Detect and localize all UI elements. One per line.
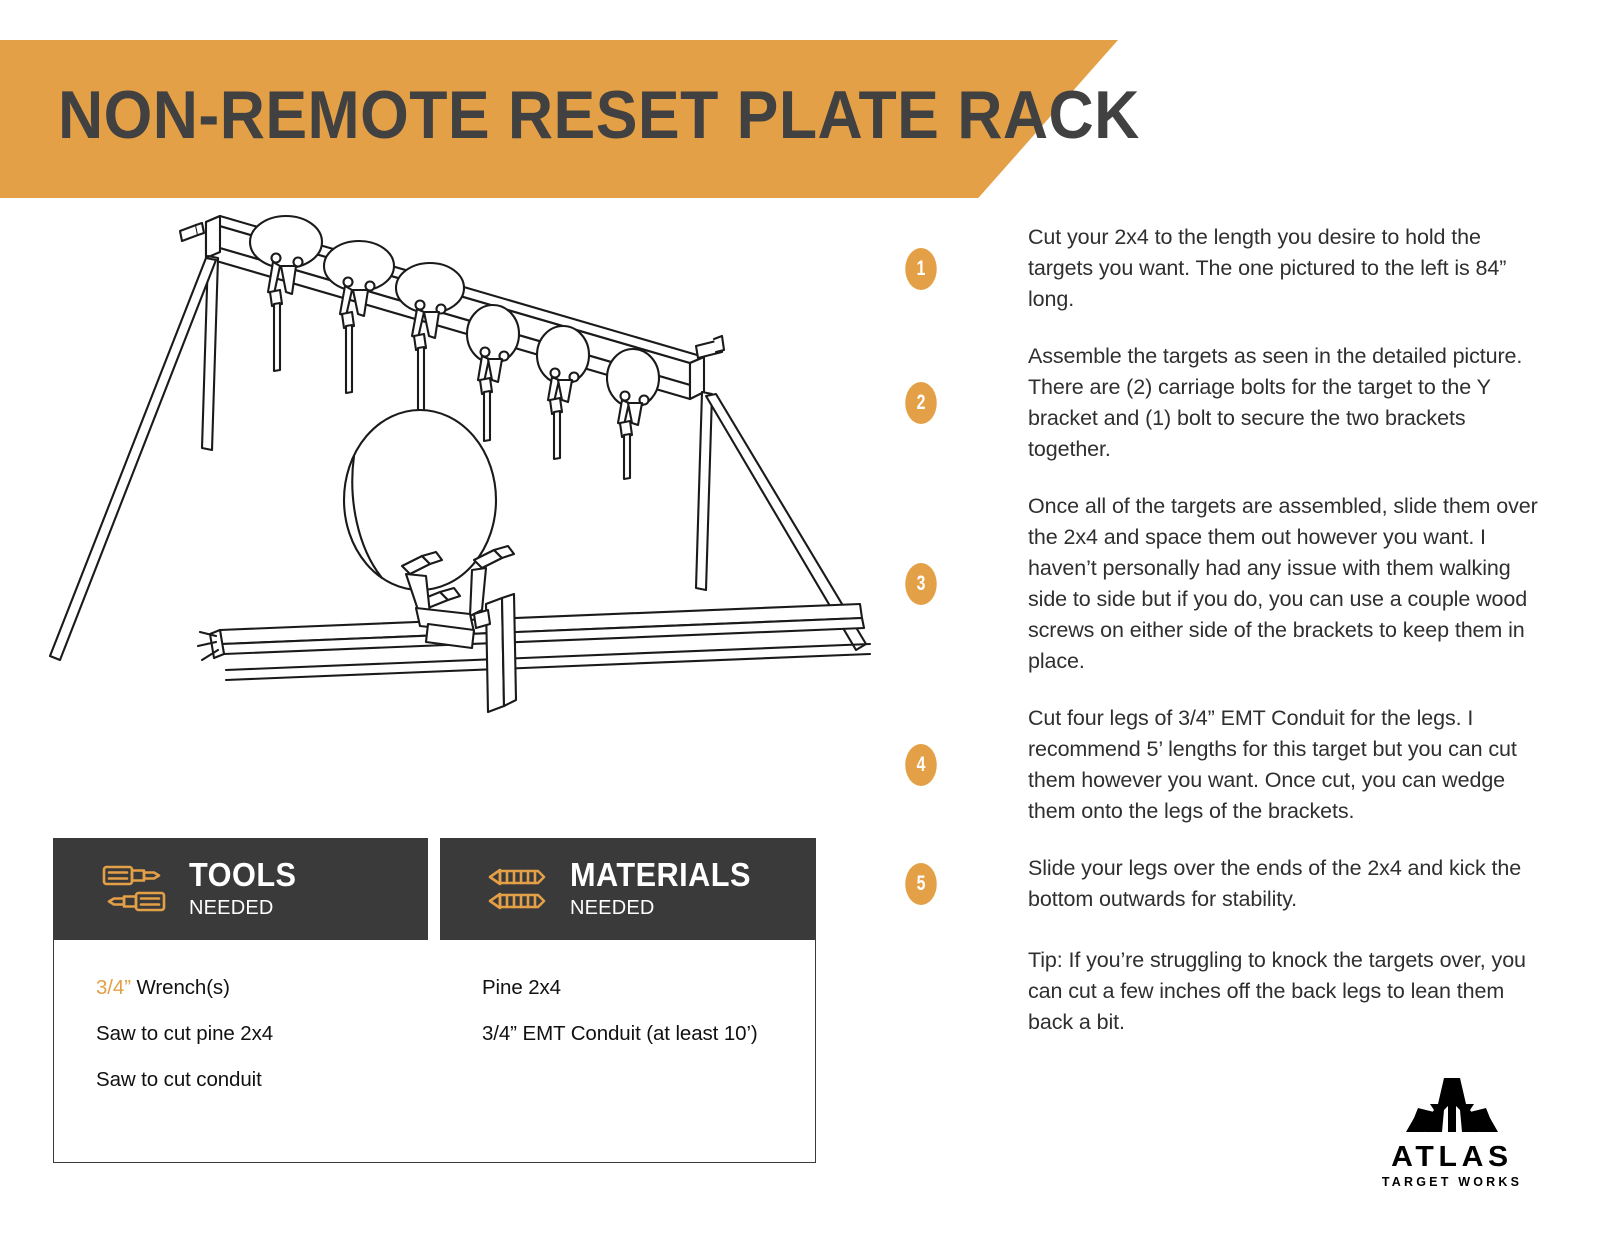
tools-item-accent: 3/4”	[96, 976, 131, 999]
step-number-badge: 3	[905, 563, 937, 605]
materials-header-text: MATERIALS NEEDED	[570, 858, 765, 921]
instruction-steps-list: 1 Cut your 2x4 to the length you desire …	[900, 222, 1540, 1038]
panel-body: 3/4” Wrench(s) Saw to cut pine 2x4 Saw t…	[53, 940, 816, 1163]
target-assembly-3	[394, 261, 466, 417]
tools-header: TOOLS NEEDED	[53, 838, 428, 940]
step-badge-wrap: 2	[900, 382, 942, 424]
target-assembly-2	[322, 239, 396, 395]
conduit-legs	[48, 254, 868, 662]
tools-header-text: TOOLS NEEDED	[189, 858, 305, 921]
tools-materials-panel: TOOLS NEEDED MATERIALS NEEDED	[53, 838, 816, 1163]
step-badge-wrap: 3	[900, 563, 942, 605]
step-badge-wrap: 5	[900, 863, 942, 905]
list-item: 3/4” Wrench(s)	[96, 976, 440, 1000]
target-assembly-5	[535, 324, 591, 461]
step-number-badge: 1	[905, 247, 937, 290]
tip-text: Tip: If you’re struggling to knock the t…	[1028, 948, 1526, 1034]
tools-list: 3/4” Wrench(s) Saw to cut pine 2x4 Saw t…	[54, 940, 440, 1162]
list-item: Saw to cut pine 2x4	[96, 1022, 274, 1045]
atlas-logo: ATLAS TARGET WORKS	[1372, 1078, 1532, 1189]
instruction-step: 4 Cut four legs of 3/4” EMT Conduit for …	[900, 703, 1540, 827]
instruction-step: 1 Cut your 2x4 to the length you desire …	[900, 222, 1540, 315]
step-text: Cut your 2x4 to the length you desire to…	[1028, 225, 1507, 311]
step-number-badge: 4	[905, 744, 937, 786]
materials-title: MATERIALS	[570, 855, 751, 893]
target-assembly-1	[248, 214, 324, 373]
materials-subtitle: NEEDED	[570, 896, 655, 919]
screwdrivers-icon	[93, 861, 175, 917]
tools-title: TOOLS	[189, 855, 297, 893]
step-number-badge: 2	[905, 382, 937, 424]
screws-icon	[474, 861, 556, 917]
step-number-badge: 5	[905, 863, 937, 905]
instruction-step: 5 Slide your legs over the ends of the 2…	[900, 853, 1540, 915]
instruction-step: 3 Once all of the targets are assembled,…	[900, 491, 1540, 677]
beam-left-bolt	[178, 221, 206, 243]
step-text: Assemble the targets as seen in the deta…	[1028, 344, 1523, 461]
target-assembly-4	[465, 303, 521, 443]
list-item: Saw to cut conduit	[96, 1068, 262, 1091]
materials-header: MATERIALS NEEDED	[440, 838, 816, 940]
panel-header-row: TOOLS NEEDED MATERIALS NEEDED	[53, 838, 816, 940]
tools-subtitle: NEEDED	[189, 896, 274, 919]
page-title: NON-REMOTE RESET PLATE RACK	[58, 77, 1140, 153]
list-item: Pine 2x4	[481, 976, 561, 999]
step-text: Cut four legs of 3/4” EMT Conduit for th…	[1028, 706, 1517, 823]
header-banner	[0, 40, 1118, 198]
step-badge-wrap: 4	[900, 744, 942, 786]
target-assembly-6	[605, 347, 661, 481]
instruction-step: 2 Assemble the targets as seen in the de…	[900, 341, 1540, 465]
tools-item-label: Wrench(s)	[130, 976, 230, 999]
logo-wordmark: ATLAS	[1391, 1141, 1513, 1173]
materials-list: Pine 2x4 3/4” EMT Conduit (at least 10’)	[440, 940, 815, 1162]
step-text: Once all of the targets are assembled, s…	[1028, 494, 1538, 673]
step-text: Slide your legs over the ends of the 2x4…	[1028, 856, 1522, 911]
list-item: 3/4” EMT Conduit (at least 10’)	[481, 1022, 758, 1045]
plate-rack-illustration	[30, 200, 890, 770]
logo-tagline: TARGET WORKS	[1381, 1175, 1523, 1189]
step-badge-wrap: 1	[900, 247, 942, 290]
target-detail-drawing	[196, 408, 872, 714]
atlas-a-mark-icon	[1406, 1078, 1498, 1132]
